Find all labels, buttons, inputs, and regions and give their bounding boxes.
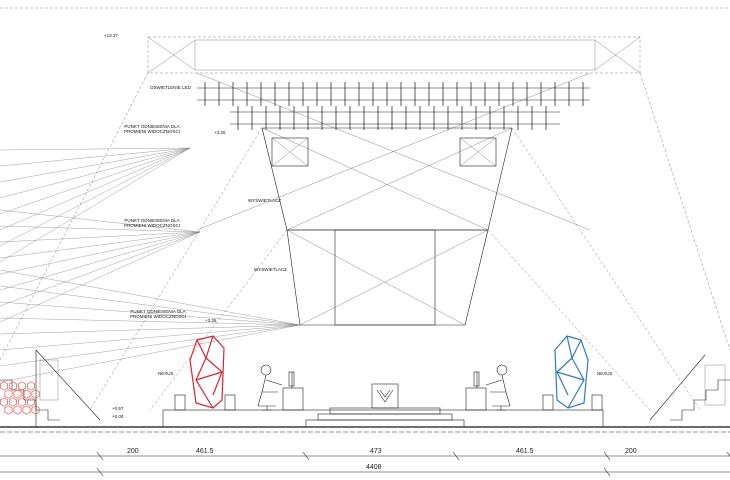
nexus-red [189,335,225,409]
view-point-level-1: +3.26 [214,130,226,135]
nexus-blue [554,335,589,409]
left-stands [0,349,101,427]
dimension-4: 461.5 [516,448,534,455]
top-level-label: +13.37 [104,33,118,38]
nexus-label-left: NEXUS [158,371,174,376]
dimension-2: 461.5 [196,448,214,455]
center-logo [371,383,399,409]
dashed-diagonals [89,127,701,411]
nexus-supports [174,394,603,411]
sight-lines [0,147,301,383]
view-point-label-2: PUNKT ODNIESIENIA DLA PROMIENI WIDOCZNOŚ… [124,218,180,228]
dimension-3: 473 [370,448,382,455]
level-label-b: +0.00 [112,414,124,419]
dimension-total: 4408 [366,464,382,471]
lower-screen-frame [286,229,489,326]
level-label-a: +0.57 [112,406,124,411]
player-left [257,364,283,411]
dimension-1: 200 [127,448,139,455]
led-light-rows [197,87,590,125]
screen-label-1: WYŚWIETLACZ [248,198,282,203]
right-stands [649,354,730,421]
upper-screen-frame [261,127,513,231]
nexus-label-right: NEXUS [597,371,613,376]
screen-label-2: WYŚWIETLACZ [254,267,288,272]
red-hex-pattern [0,381,40,415]
outer-trapezoid [0,72,730,361]
dimension-line [0,451,730,477]
led-lights-label: OŚWIETLENIE LED [150,85,191,90]
stage-platform [0,407,730,433]
player-right [485,364,511,411]
player-desks [282,371,487,411]
view-point-label-1: PUNKT ODNIESIENIA DLA PROMIENI WIDOCZNOŚ… [124,124,180,134]
dimension-5: 200 [625,448,637,455]
view-point-label-3: PUNKT ODNIESIENIA DLA PROMIENI WIDOCZNOŚ… [130,309,186,319]
top-truss [147,36,641,74]
led-fixtures [204,82,584,130]
view-point-level-3: +3.26 [205,318,217,323]
truss-crossing [196,72,591,231]
